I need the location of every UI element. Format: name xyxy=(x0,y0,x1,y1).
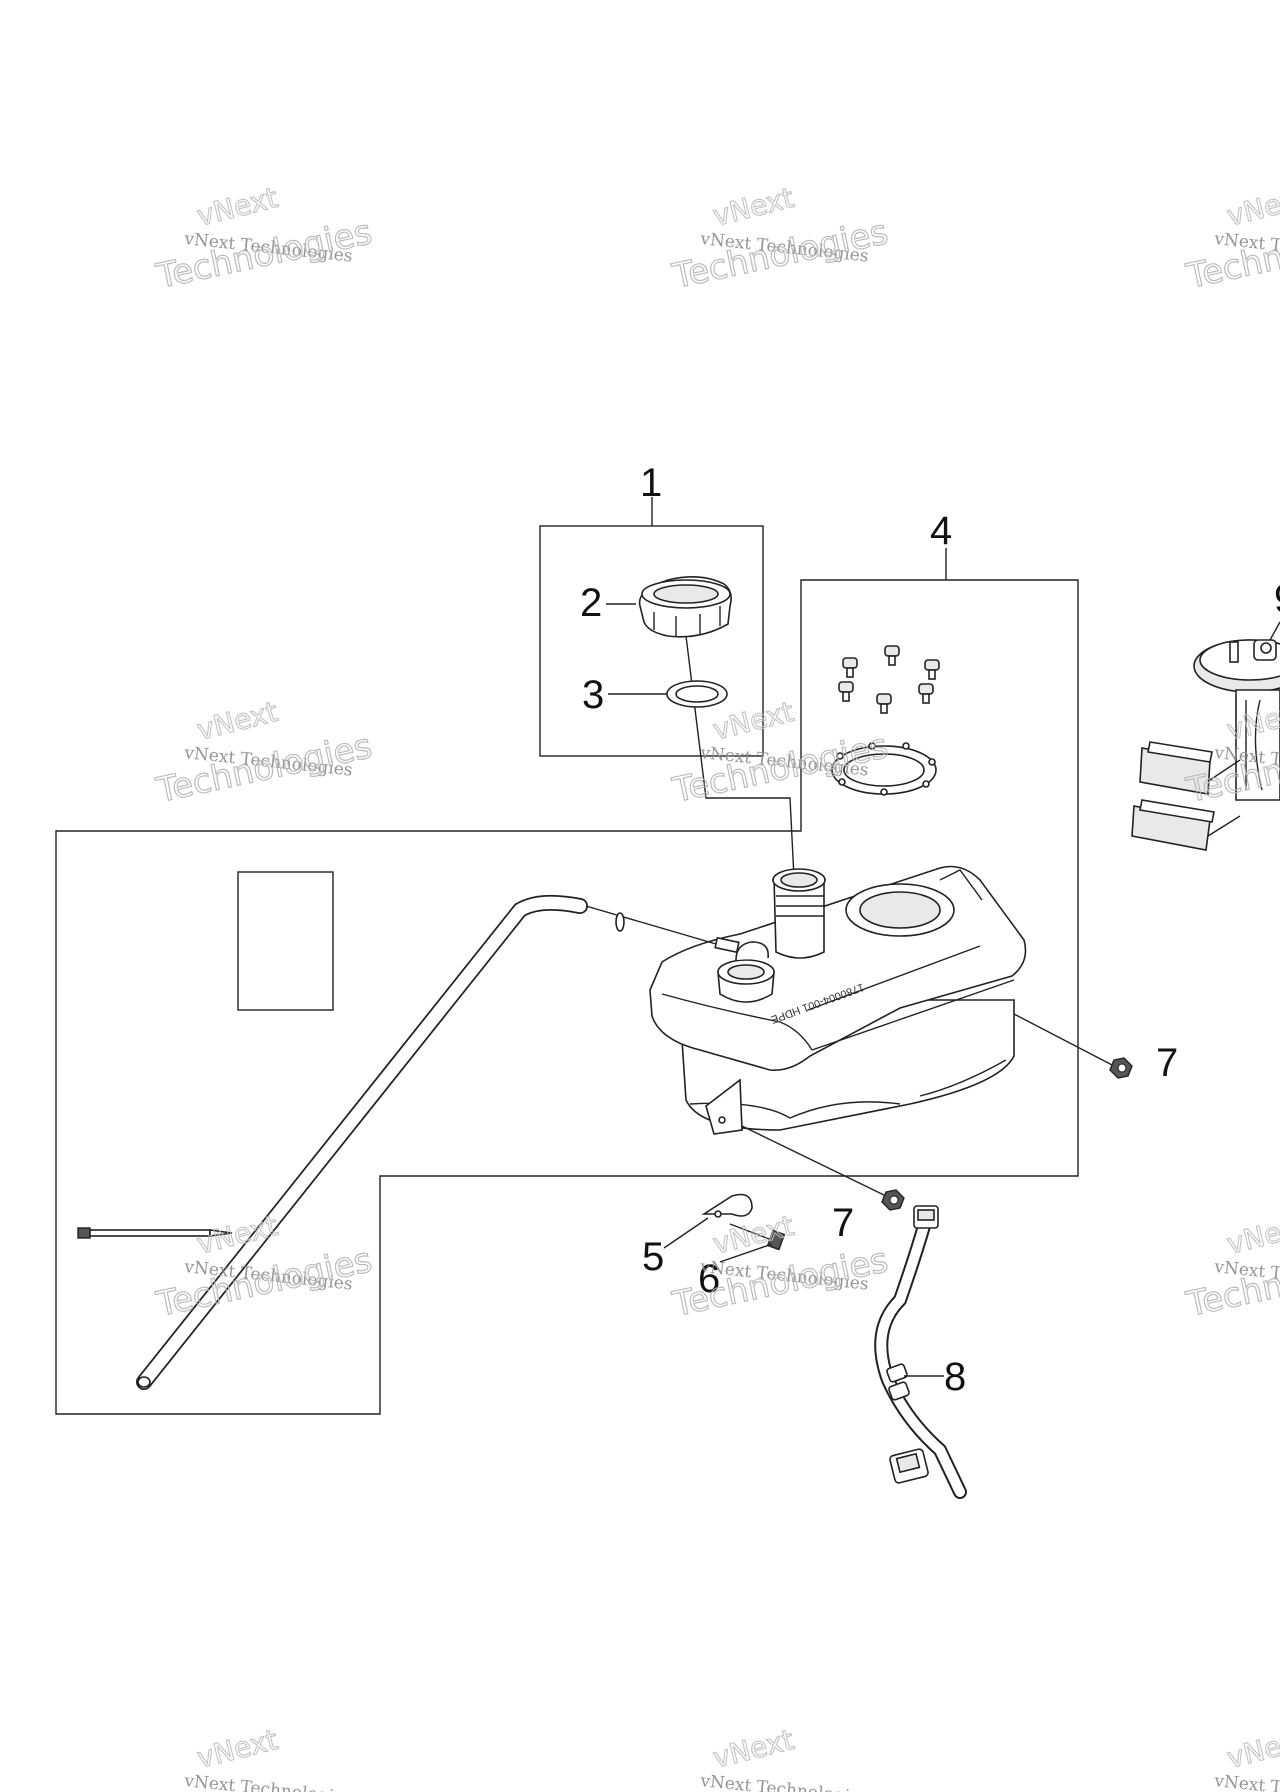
watermark-top: vNext xyxy=(194,181,281,233)
watermark-small: vNext Technologies xyxy=(698,1771,869,1792)
watermark-top: vNext xyxy=(710,181,797,233)
watermark-top: vNext xyxy=(194,1723,281,1775)
watermark-top: vNext xyxy=(710,1723,797,1775)
callout-4: 4 xyxy=(930,509,952,553)
watermark-top: vNext xyxy=(710,695,797,747)
watermark-small: vNext Technologies xyxy=(1212,1771,1280,1792)
vent-hose xyxy=(136,894,717,1390)
watermark-top: vNext xyxy=(1224,1209,1280,1261)
label-card xyxy=(237,871,334,1011)
fuel-pump xyxy=(1131,621,1280,851)
watermark-small: vNext Technologies xyxy=(182,1771,353,1792)
filler-cap xyxy=(638,576,732,638)
nut-lower xyxy=(741,1125,905,1211)
watermark-big: Technologies xyxy=(669,1240,892,1325)
callout-3: 3 xyxy=(582,673,604,717)
watermark-top: vNext xyxy=(1224,181,1280,233)
callout-8: 8 xyxy=(944,1355,966,1399)
callout-9: 9 xyxy=(1274,577,1280,621)
callout-5: 5 xyxy=(642,1235,664,1279)
fuel-tank: 1780004-001 HDPE xyxy=(649,865,1027,1135)
watermark-top: vNext xyxy=(194,695,281,747)
callout-7-lower: 7 xyxy=(832,1201,854,1245)
pump-screws xyxy=(838,645,940,714)
clamp-bolt xyxy=(719,1223,786,1263)
watermark-big: Technologies xyxy=(153,726,376,811)
kit-box-4 xyxy=(55,579,1079,1415)
callout-7-upper: 7 xyxy=(1156,1041,1178,1085)
fuel-line xyxy=(874,1205,967,1499)
nut-upper xyxy=(1013,1013,1133,1079)
cap-gasket xyxy=(666,680,728,708)
hose-clamp xyxy=(663,1193,753,1249)
watermark-big: Technologies xyxy=(153,1240,376,1325)
watermark-big: Technologies xyxy=(669,212,892,297)
watermark-top: vNext xyxy=(1224,1723,1280,1775)
cable-tie xyxy=(77,1227,233,1239)
callout-1: 1 xyxy=(640,461,662,505)
pump-retaining-ring xyxy=(831,742,937,796)
callout-6: 6 xyxy=(698,1257,720,1301)
watermark-big: Technologies xyxy=(153,212,376,297)
watermark-top: vNext xyxy=(710,1209,797,1261)
callout-2: 2 xyxy=(580,581,602,625)
